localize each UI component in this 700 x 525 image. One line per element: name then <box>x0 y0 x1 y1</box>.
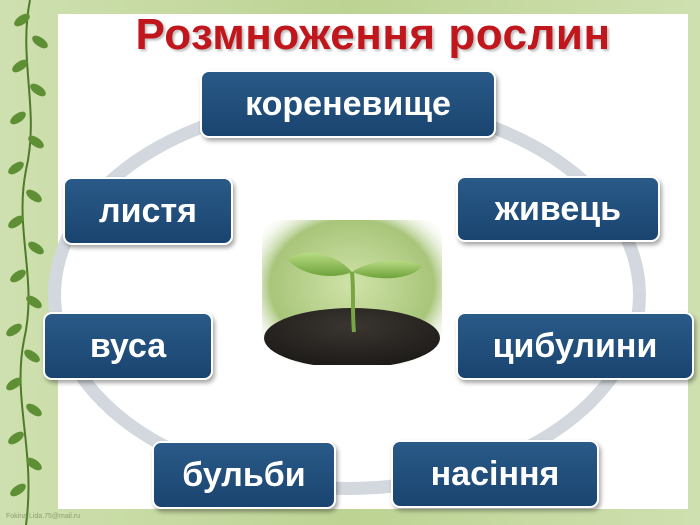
method-tubers: бульби <box>152 441 336 509</box>
method-seeds: насіння <box>391 440 599 508</box>
vine-decoration-icon <box>6 0 48 525</box>
method-rhizome: кореневище <box>200 70 496 138</box>
method-bulbs: цибулини <box>456 312 694 380</box>
method-leaves: листя <box>63 177 233 245</box>
method-runners: вуса <box>43 312 213 380</box>
slide-title: Розмноження рослин <box>135 10 611 59</box>
author-credit: Fokina.Lida.75@mail.ru <box>6 513 81 520</box>
seedling-photo-icon <box>262 220 442 365</box>
method-cutting: живець <box>456 176 660 242</box>
